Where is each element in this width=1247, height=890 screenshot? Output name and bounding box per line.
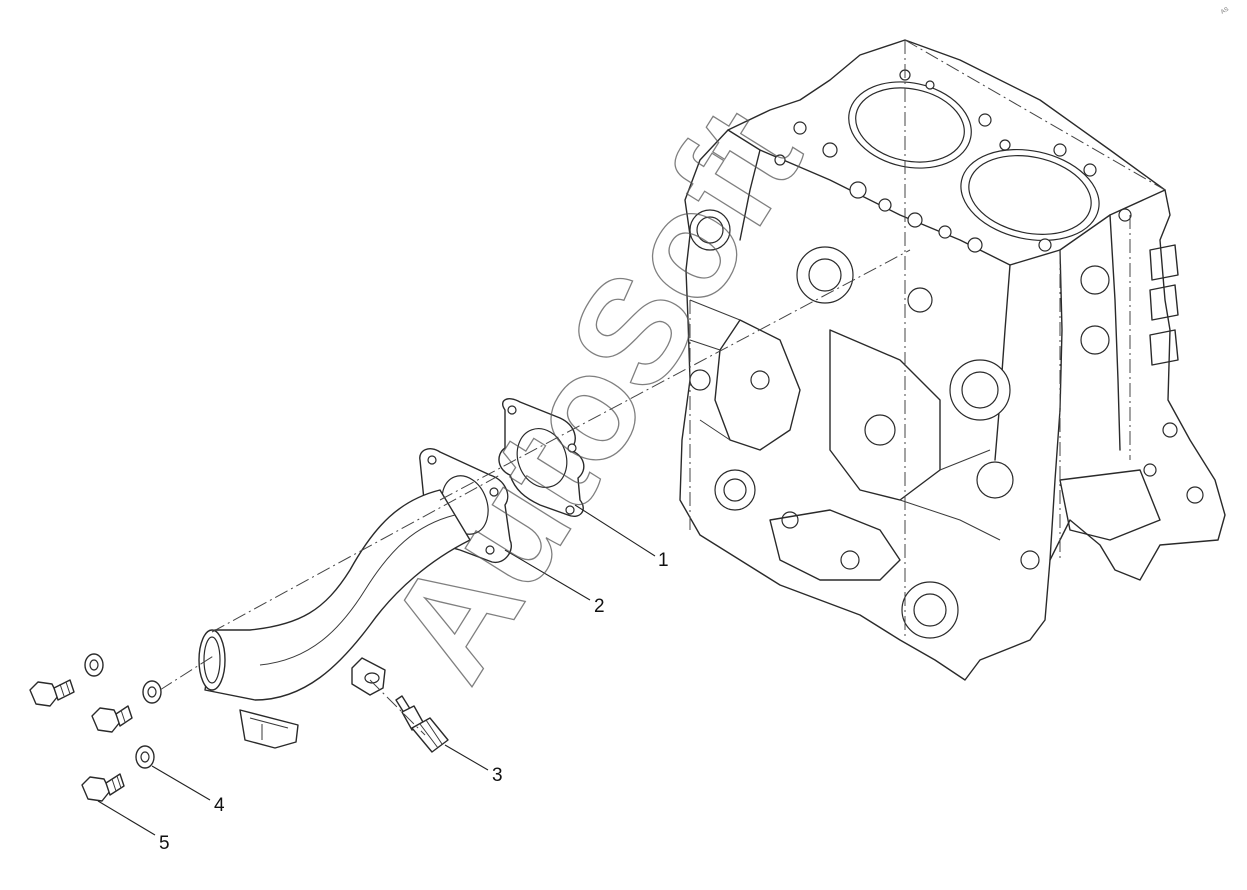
callout-2: 2 — [594, 596, 605, 617]
callout-3: 3 — [492, 765, 503, 786]
bolt-middle — [91, 705, 133, 733]
callouts: 1 2 3 4 5 — [97, 504, 669, 854]
gasket — [498, 398, 585, 517]
engine-block — [679, 39, 1226, 681]
corner-mark: AS — [1220, 7, 1230, 16]
temperature-sensor — [395, 695, 449, 753]
callout-4: 4 — [214, 795, 225, 816]
assembly-centerlines — [159, 249, 911, 736]
bolt-upper — [29, 679, 75, 707]
leader-4 — [151, 765, 211, 801]
leader-5 — [97, 800, 156, 836]
leader-2 — [504, 549, 591, 601]
leader-3 — [444, 744, 489, 771]
leader-1 — [574, 504, 656, 557]
bolt-lower — [81, 773, 125, 802]
washers — [84, 653, 162, 769]
bolts — [29, 679, 133, 802]
callout-5: 5 — [159, 833, 170, 854]
callout-1: 1 — [658, 550, 669, 571]
deck-holes — [774, 69, 1132, 253]
water-pipe — [198, 448, 512, 749]
front-face-details — [689, 209, 1204, 639]
